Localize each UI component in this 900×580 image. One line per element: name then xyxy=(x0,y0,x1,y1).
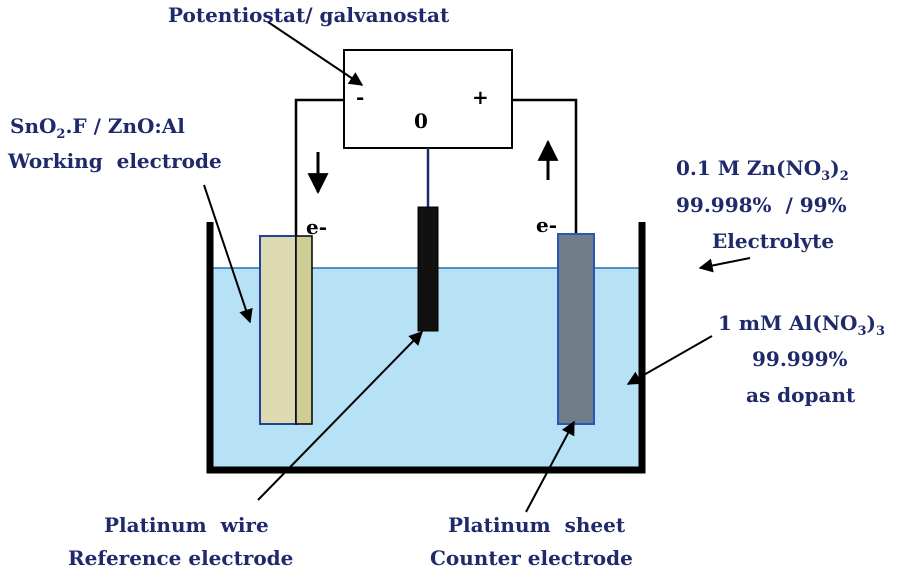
counter-electrode[interactable] xyxy=(557,233,595,425)
reference-terminal-label: 0 xyxy=(414,109,428,133)
pointer-electrolyte xyxy=(698,257,751,273)
electrolyte-label-line2: 99.998% / 99% xyxy=(676,193,847,217)
working-electrode-label-line2: Working electrode xyxy=(7,149,222,173)
counter-electrode-label-line2: Counter electrode xyxy=(430,546,633,570)
pointer-potentiostat xyxy=(267,21,364,86)
wire-counter xyxy=(512,98,578,234)
plus-terminal-label: + xyxy=(472,85,489,109)
counter-electrode-label-line1: Platinum sheet xyxy=(448,513,626,537)
minus-terminal-label: - xyxy=(356,85,364,109)
potentiostat-box[interactable] xyxy=(343,49,513,149)
pointer-counter-electrode xyxy=(525,420,575,513)
reference-electrode-label-line2: Reference electrode xyxy=(68,546,293,570)
reference-electrode[interactable] xyxy=(417,206,439,332)
reference-electrode-label-line1: Platinum wire xyxy=(104,513,269,537)
working-electrode[interactable] xyxy=(259,235,297,425)
electron-label-left: e- xyxy=(306,215,327,239)
pointer-dopant xyxy=(626,335,713,385)
working-electrode-coating xyxy=(295,235,313,425)
pointer-working-electrode xyxy=(203,184,253,324)
dopant-label-line3: as dopant xyxy=(746,383,856,407)
beaker xyxy=(206,222,646,474)
electrolyte-label-line3: Electrolyte xyxy=(712,229,834,253)
wire-working xyxy=(294,98,344,236)
potentiostat-label: Potentiostat/ galvanostat xyxy=(168,3,450,27)
dopant-label-line1: 1 mM Al(NO3)3 xyxy=(718,311,885,339)
electron-label-right: e- xyxy=(536,213,557,237)
pointer-reference-electrode xyxy=(257,330,423,501)
electrolyte-label-line1: 0.1 M Zn(NO3)2 xyxy=(676,156,849,184)
dopant-label-line2: 99.999% xyxy=(752,347,848,371)
working-electrode-label-line1: SnO2.F / ZnO:Al xyxy=(10,114,185,142)
